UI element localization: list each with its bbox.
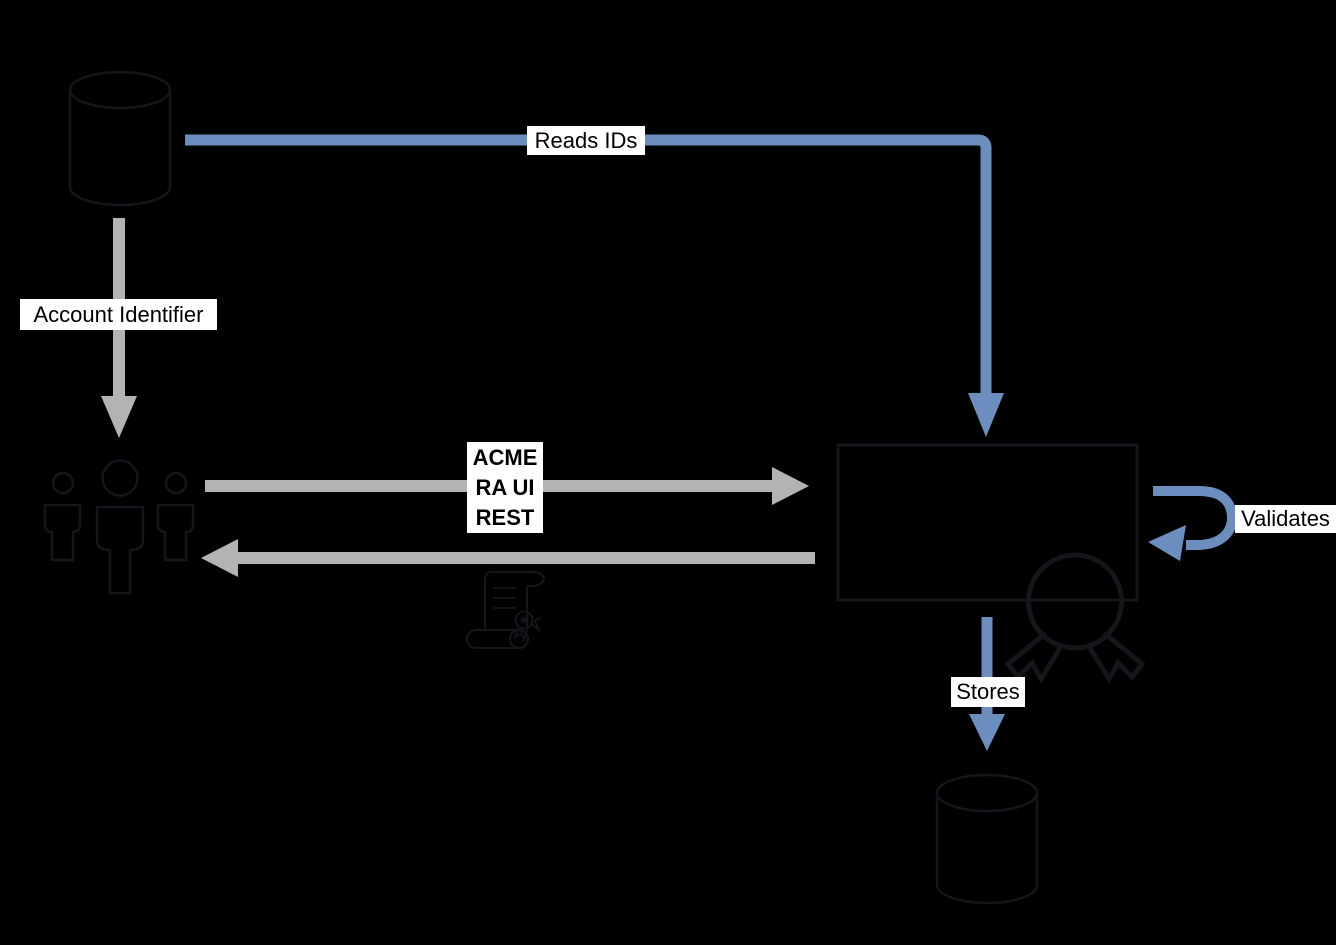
- response-arrowhead: [201, 539, 238, 577]
- award-seal-icon: [1004, 552, 1146, 684]
- acme-ra-ui-rest-label: ACME RA UI REST: [467, 442, 543, 533]
- acme-label-line-3: REST: [475, 504, 535, 530]
- acme-label-line-1: ACME: [472, 444, 538, 470]
- storage-database-cylinder-icon: [935, 773, 1039, 905]
- reads-ids-arrowhead: [968, 393, 1004, 437]
- acme-label-line-2: RA UI: [475, 474, 535, 500]
- request-arrowhead: [772, 467, 809, 505]
- response-arrow: [201, 539, 815, 577]
- validates-arrowhead: [1148, 525, 1186, 561]
- stores-label: Stores: [951, 677, 1025, 707]
- reads-ids-label: Reads IDs: [527, 126, 645, 155]
- source-database-cylinder-icon: [68, 70, 172, 207]
- account-identifier-label: Account Identifier: [20, 299, 217, 330]
- account-identifier-arrowhead: [101, 396, 137, 438]
- stores-arrowhead: [969, 714, 1005, 751]
- validates-label: Validates: [1235, 505, 1336, 533]
- reads-ids-arrow: [185, 134, 1004, 437]
- people-group-icon: [43, 459, 195, 595]
- validates-loop-arrow: [1148, 486, 1238, 561]
- processor-box: [836, 443, 1139, 602]
- certificate-scroll-icon: [466, 571, 546, 649]
